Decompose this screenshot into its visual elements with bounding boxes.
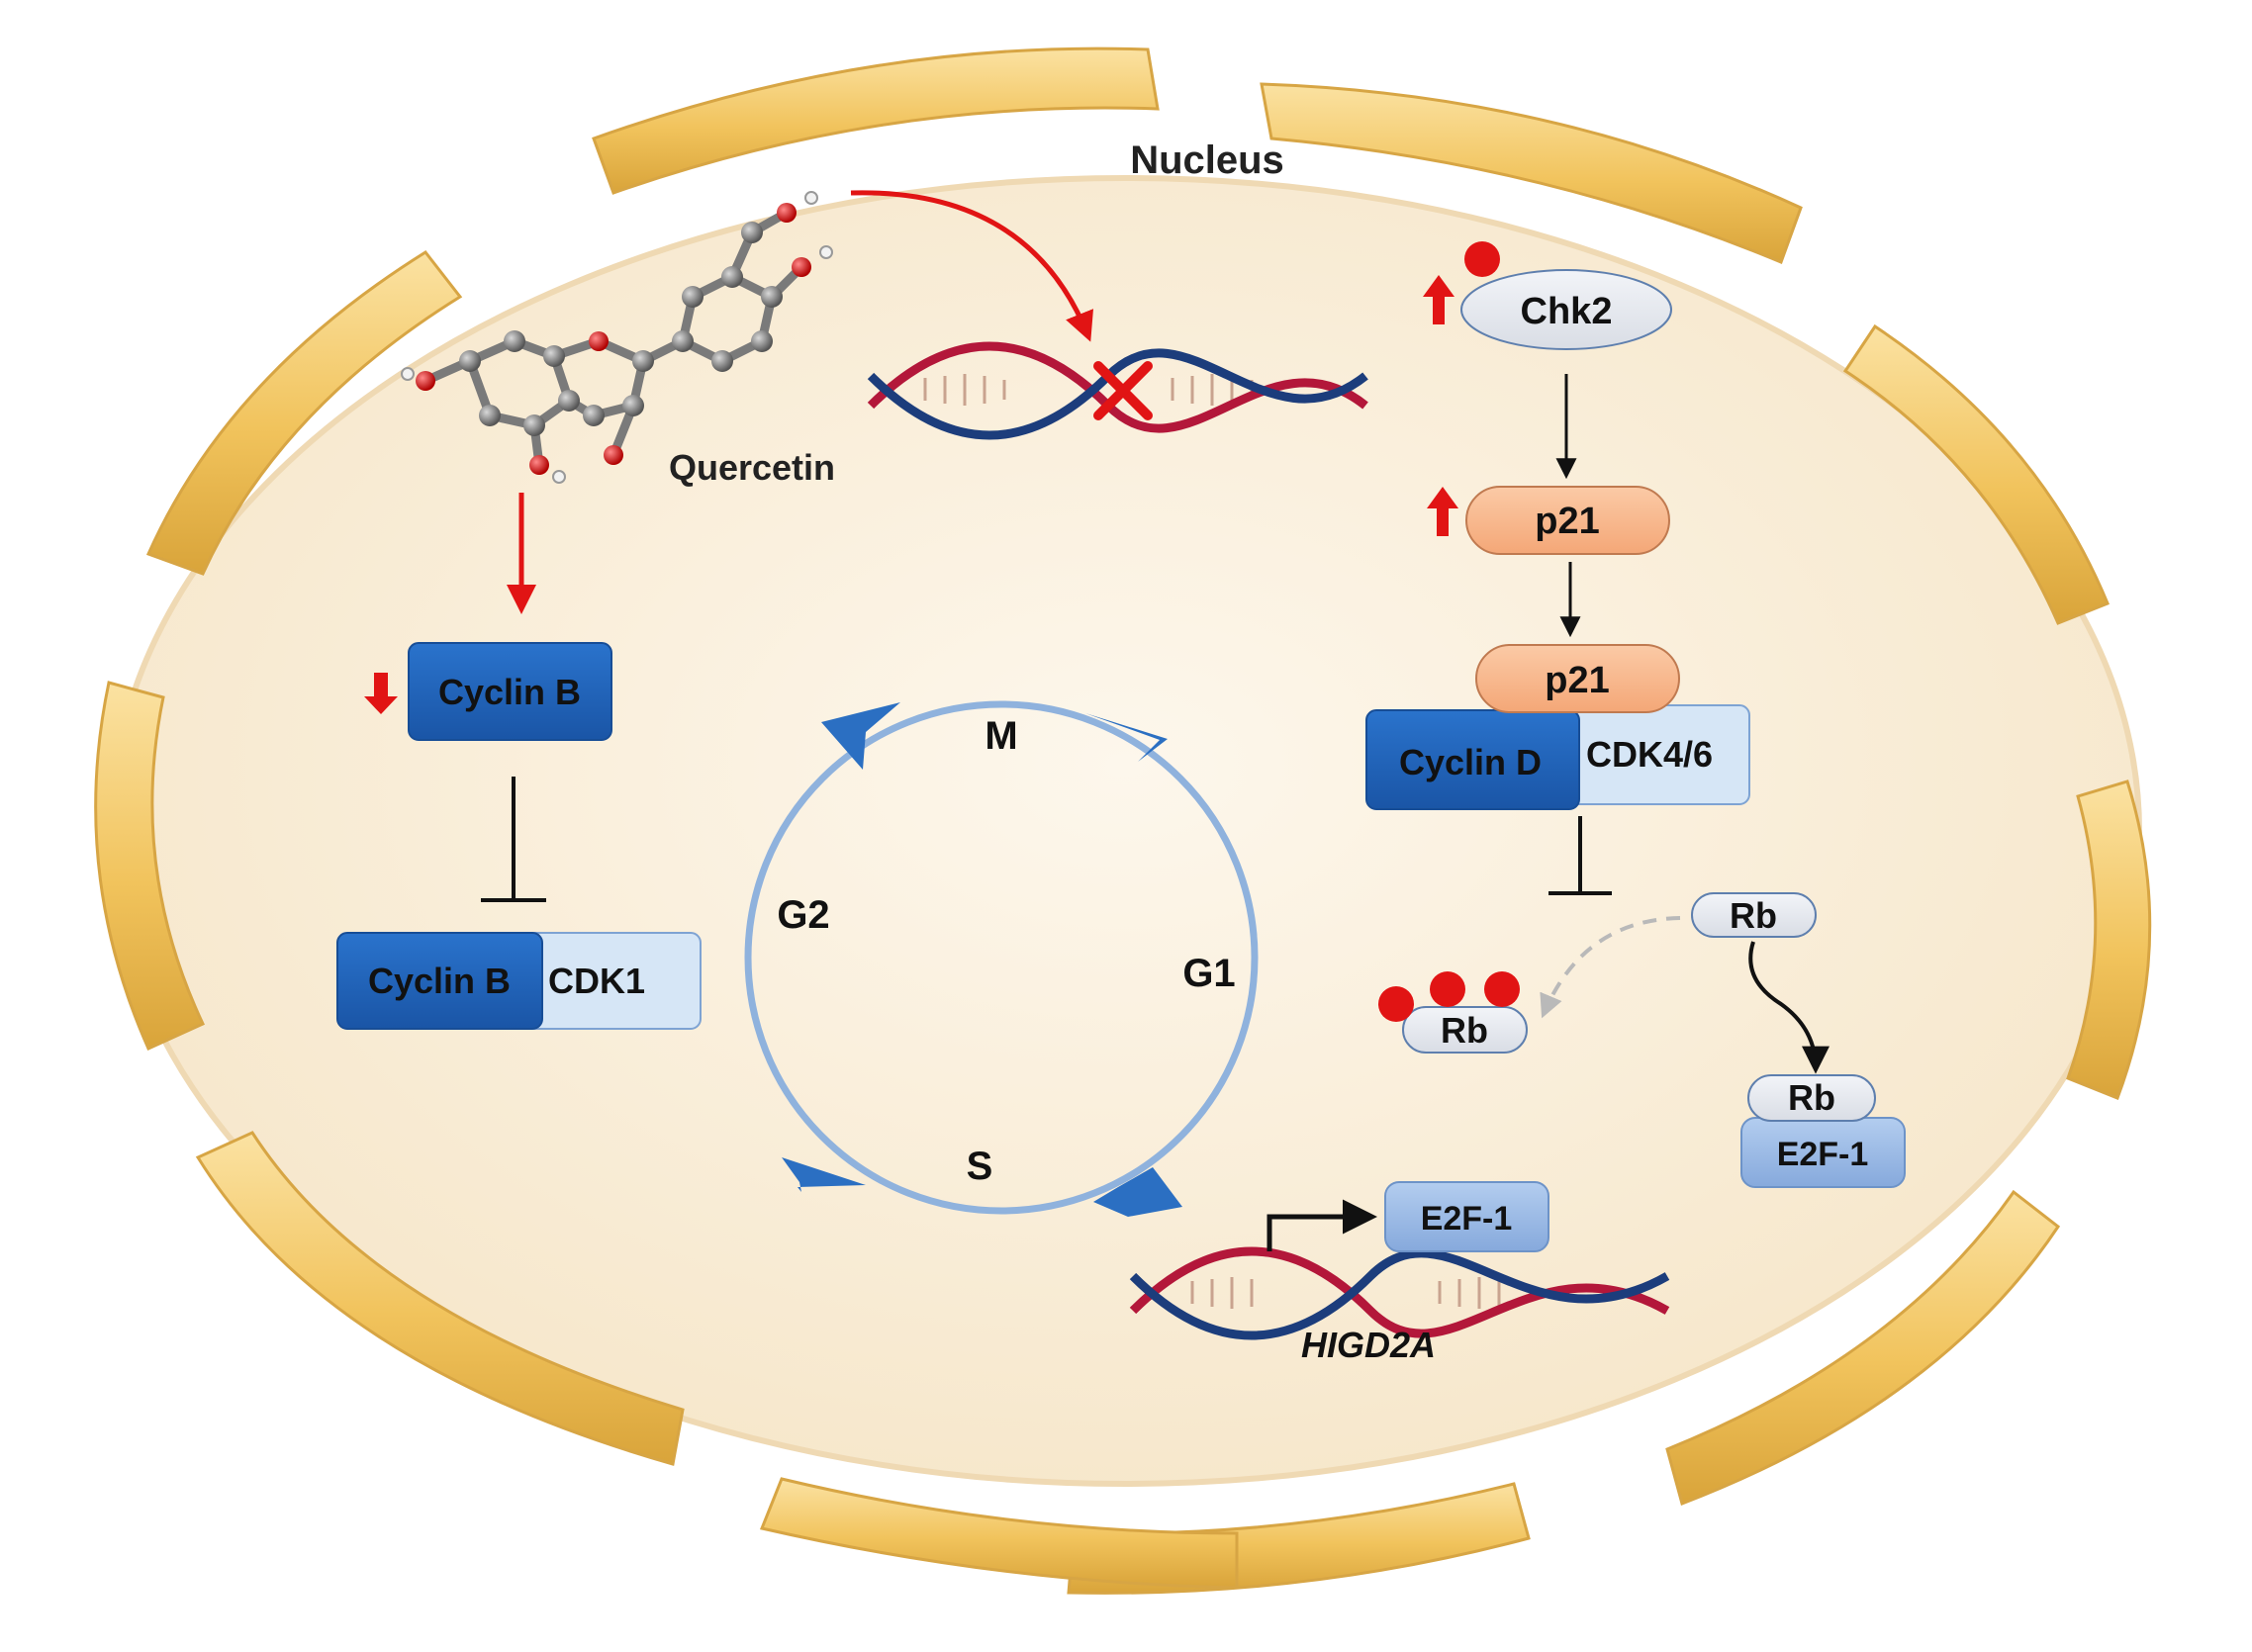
e2f1-product-box	[1384, 1181, 1549, 1252]
p21-complex-node	[1475, 644, 1680, 713]
envelope-segment	[1260, 82, 1803, 264]
quercetin-label: Quercetin	[669, 447, 835, 488]
chk2-upregulation-icon	[1423, 275, 1454, 324]
rb-bound-node	[1747, 1074, 1876, 1122]
cyclin-b-downregulation-icon	[364, 673, 398, 714]
envelope-segment	[592, 46, 1160, 195]
phase-s-label: S	[967, 1145, 993, 1188]
dna-damage-x-icon	[1093, 361, 1153, 420]
rb-phospho-label: Rb	[1441, 1010, 1488, 1051]
envelope-segment	[2066, 780, 2152, 1100]
nucleus	[108, 175, 2142, 1487]
phosphate-dot-icon	[1484, 971, 1520, 1007]
phosphate-dot-icon	[1464, 241, 1500, 277]
transcription-start-icon	[1267, 1199, 1377, 1251]
envelope-segment	[94, 681, 206, 1051]
complex-inhibition-icon	[1548, 816, 1612, 895]
rb-phosphorylation-arrow	[1540, 916, 1681, 1019]
phase-g2-label: G2	[777, 893, 829, 937]
cyclin-d-label: Cyclin D	[1399, 742, 1542, 782]
cyclin-d-box	[1365, 709, 1580, 810]
envelope-segment	[759, 1477, 1239, 1590]
chk2-node	[1460, 269, 1672, 350]
phosphate-dot-icon	[1378, 986, 1414, 1022]
quercetin-to-dna-arrow	[850, 190, 1093, 342]
cell-cycle-arrowheads	[782, 702, 1182, 1217]
envelope-segment	[145, 250, 463, 576]
cdk1-label: CDK1	[548, 961, 645, 1001]
cycle-arrowhead-icon	[821, 702, 900, 770]
cell-cycle-ring	[744, 700, 1259, 1215]
rb-free-label: Rb	[1730, 895, 1777, 936]
nucleus-label: Nucleus	[1130, 138, 1284, 182]
p21-complex-label: p21	[1545, 660, 1609, 701]
rb-bound-label: Rb	[1788, 1077, 1835, 1118]
cyclin-b-node	[408, 642, 612, 741]
cyclin-b-complex-box	[336, 932, 543, 1030]
phosphate-dot-icon	[1430, 971, 1465, 1007]
chk2-label: Chk2	[1521, 291, 1613, 332]
cyclin-b-label: Cyclin B	[438, 672, 581, 712]
cdk46-label: CDK4/6	[1586, 734, 1713, 775]
rb-phospho-node	[1402, 1006, 1528, 1054]
cycle-arrowhead-icon	[782, 1157, 866, 1192]
cycle-arrowhead-icon	[1093, 1167, 1182, 1217]
e2f1-bound-label: E2F-1	[1777, 1136, 1869, 1173]
rb-free-node	[1691, 892, 1817, 938]
p21-node	[1465, 486, 1670, 555]
cyclinb-inhibition-icon	[481, 777, 546, 902]
p21-upregulation-icon	[1427, 487, 1458, 536]
p21-label: p21	[1535, 501, 1599, 542]
rb-to-e2f1-arrow	[1748, 941, 1830, 1074]
dna-helix-higd2a	[1129, 1246, 1670, 1340]
higd2a-gene-label: HIGD2A	[1301, 1325, 1436, 1365]
phase-g1-label: G1	[1182, 952, 1235, 995]
envelope-segment	[1842, 323, 2110, 625]
dna-helix-damaged	[867, 341, 1368, 440]
quercetin-molecule-icon	[401, 191, 833, 484]
envelope-segment	[195, 1131, 685, 1466]
phase-m-label: M	[985, 714, 1017, 758]
cyclin-b-complex-label: Cyclin B	[368, 961, 511, 1001]
nuclear-envelope	[94, 46, 2152, 1595]
envelope-segment	[1665, 1189, 2061, 1506]
e2f1-product-label: E2F-1	[1421, 1200, 1513, 1238]
